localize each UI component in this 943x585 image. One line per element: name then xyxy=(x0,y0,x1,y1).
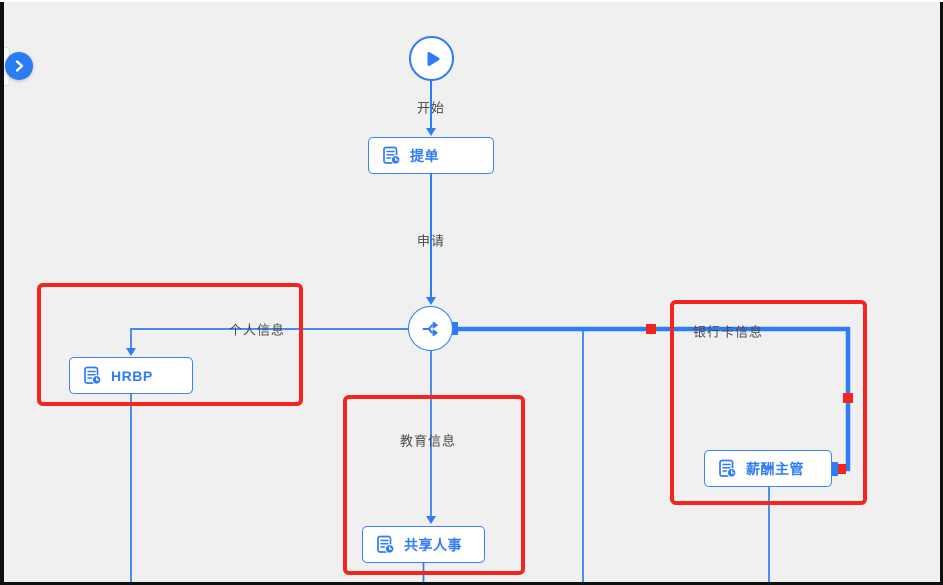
arrowhead-icon xyxy=(426,297,436,305)
node-start[interactable] xyxy=(409,36,454,81)
waypoint-marker[interactable] xyxy=(843,393,853,403)
edge-label-personal-info: 个人信息 xyxy=(228,322,286,338)
task-label: 共享人事 xyxy=(404,536,462,553)
flow-canvas[interactable]: 开始 提单 申请 xyxy=(4,2,940,582)
waypoint-marker[interactable] xyxy=(836,464,846,474)
edge-label-education-info: 教育信息 xyxy=(399,433,457,449)
arrowhead-icon xyxy=(126,348,136,356)
node-shared-hr[interactable]: 共享人事 xyxy=(362,526,485,563)
edge-layer xyxy=(126,80,853,582)
start-node-label: 开始 xyxy=(416,100,446,116)
edge-branch-sharedhr[interactable] xyxy=(426,351,436,524)
expand-sidebar-button[interactable] xyxy=(5,52,33,80)
node-payroll-manager[interactable]: 薪酬主管 xyxy=(704,450,832,487)
form-clock-icon xyxy=(718,459,737,478)
split-branch-icon xyxy=(420,318,442,340)
node-branch[interactable] xyxy=(408,306,453,351)
edge-label-bank-card-info: 银行卡信息 xyxy=(692,324,764,340)
task-label: HRBP xyxy=(111,367,153,384)
edge-ticket-branch[interactable] xyxy=(426,174,436,305)
play-icon xyxy=(421,48,443,70)
edge-label-apply: 申请 xyxy=(416,233,446,249)
task-label: 提单 xyxy=(410,147,439,164)
node-ticket[interactable]: 提单 xyxy=(368,137,494,174)
form-clock-icon xyxy=(83,366,102,385)
waypoint-marker[interactable] xyxy=(646,324,656,334)
form-clock-icon xyxy=(376,535,395,554)
arrowhead-icon xyxy=(426,516,436,524)
arrowhead-icon xyxy=(426,128,436,136)
chevron-right-icon xyxy=(11,58,27,74)
task-label: 薪酬主管 xyxy=(746,460,804,477)
form-clock-icon xyxy=(382,146,401,165)
edge-start-ticket[interactable] xyxy=(426,80,436,136)
edge-branch-hrbp[interactable] xyxy=(126,328,408,356)
node-hrbp[interactable]: HRBP xyxy=(69,357,193,394)
